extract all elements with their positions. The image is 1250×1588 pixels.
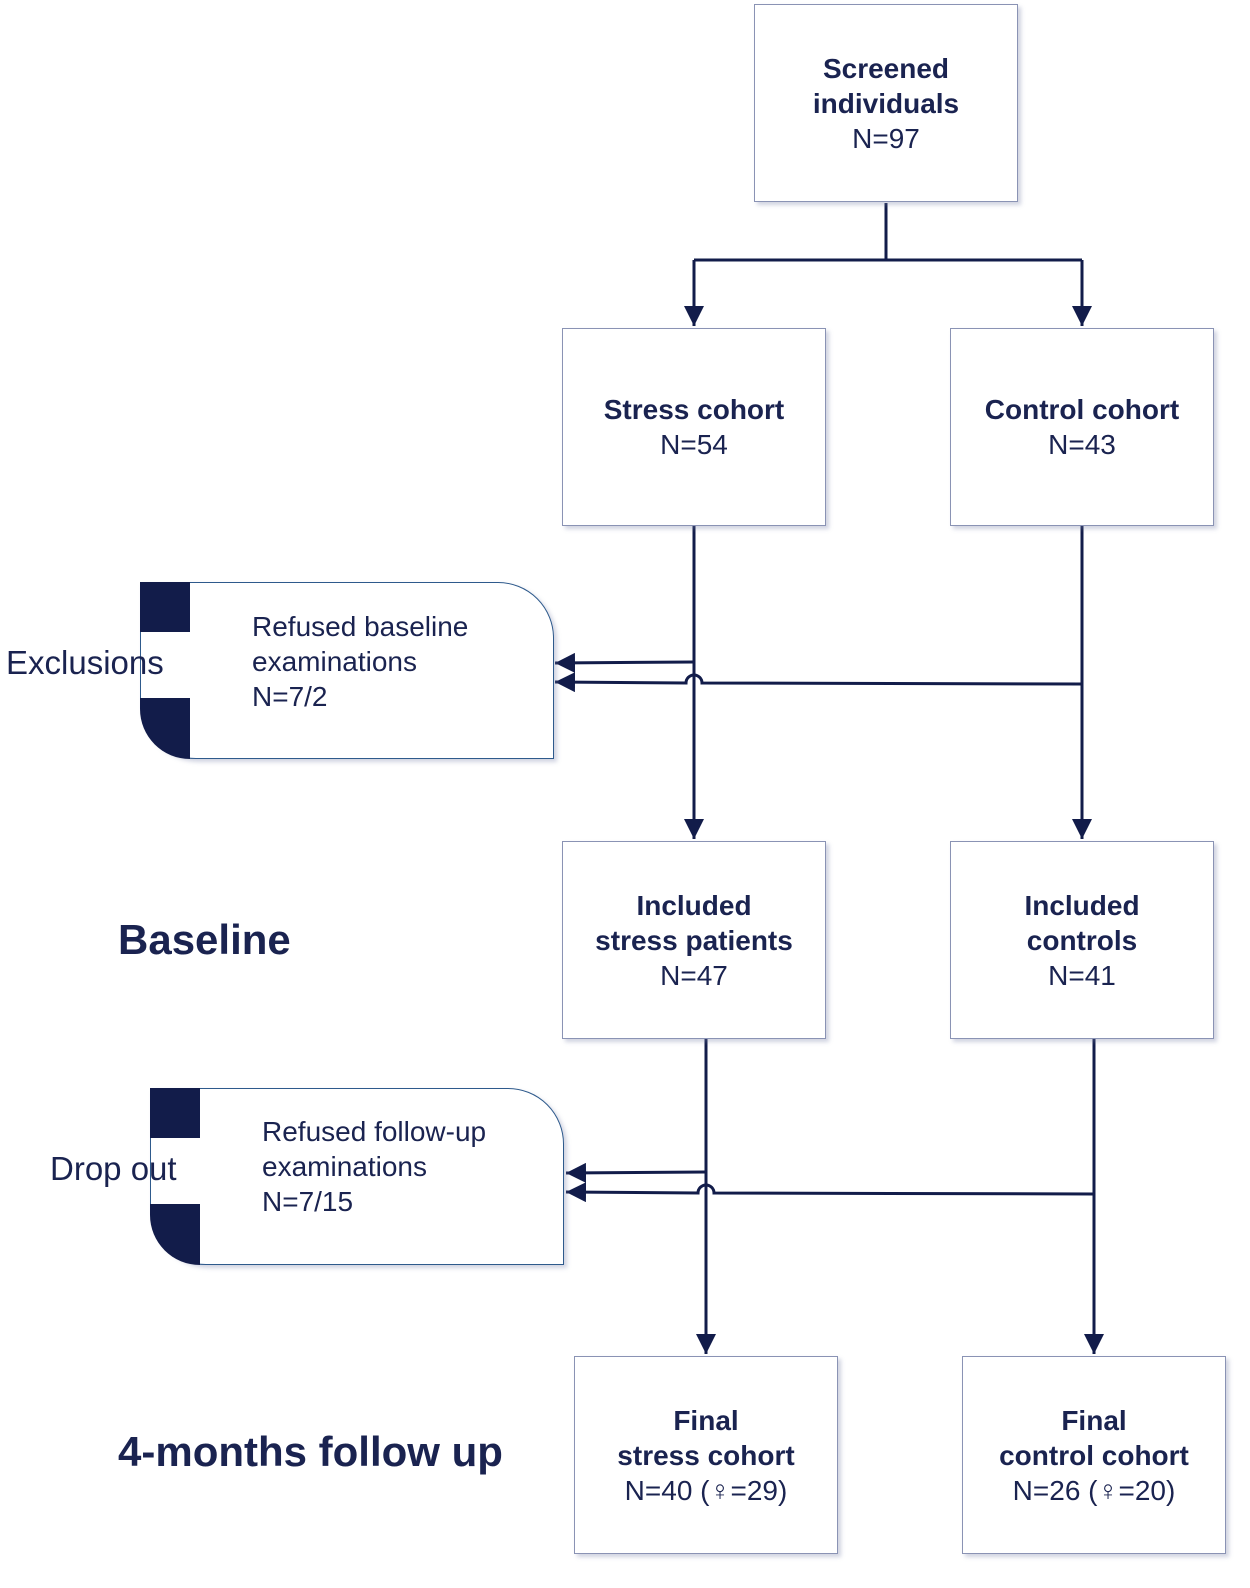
stress-cohort-title: Stress cohort	[603, 394, 785, 425]
dropout-box-body	[150, 1088, 564, 1265]
included-stress-n: N=47	[660, 959, 728, 991]
included-stress-title-1: Included	[636, 889, 752, 921]
stress-cohort-n: N=54	[660, 429, 728, 460]
dropout-tab-bottom	[150, 1204, 200, 1265]
included-controls-title-2: controls	[1026, 924, 1138, 956]
exclusions-label: Exclusions	[6, 644, 164, 681]
included-stress-title-2: stress patients	[595, 924, 793, 956]
included-stress-box: Included stress patients N=47	[562, 841, 826, 1039]
exclusions-box-body	[140, 582, 554, 759]
arrow-stress-to-exclusions	[554, 652, 695, 673]
arrow-control-to-exclusions	[554, 672, 1083, 693]
dropout-tab-top	[150, 1088, 200, 1138]
exclusions-box: Refused baseline examinations N=7/2	[140, 582, 554, 759]
control-cohort-n: N=43	[1048, 429, 1116, 460]
dropout-n: N=7/15	[262, 1186, 354, 1217]
final-control-box: Final control cohort N=26 (♀=20)	[962, 1356, 1226, 1554]
final-control-title-1: Final	[1061, 1404, 1127, 1436]
included-controls-n: N=41	[1048, 959, 1116, 991]
stress-cohort-box: Stress cohort N=54	[562, 328, 826, 526]
final-stress-title-2: stress cohort	[617, 1439, 795, 1471]
dropout-text-line1: Refused follow-up	[262, 1116, 487, 1147]
arrow-control-to-dropout	[565, 1182, 1095, 1203]
exclusions-tab-top	[140, 582, 190, 632]
baseline-label: Baseline	[118, 916, 291, 963]
included-controls-box: Included controls N=41	[950, 841, 1214, 1039]
screened-box: Screened individuals N=97	[754, 4, 1018, 202]
screened-title: Screened individuals	[812, 52, 960, 119]
control-cohort-box: Control cohort N=43	[950, 328, 1214, 526]
final-stress-n: N=40 (♀=29)	[624, 1474, 788, 1506]
control-cohort-title: Control cohort	[984, 394, 1180, 425]
dropout-label: Drop out	[50, 1150, 177, 1187]
exclusions-n: N=7/2	[252, 681, 328, 712]
exclusions-text: Refused baseline examinations N=7/2	[252, 609, 468, 714]
final-control-title-2: control cohort	[999, 1439, 1189, 1471]
followup-label: 4-months follow up	[118, 1428, 503, 1475]
arrow-stress-to-dropout	[565, 1162, 707, 1183]
final-stress-box: Final stress cohort N=40 (♀=29)	[574, 1356, 838, 1554]
exclusions-text-line1: Refused baseline	[252, 611, 469, 642]
exclusions-tab-bottom	[140, 698, 190, 759]
included-controls-title-1: Included	[1024, 889, 1140, 921]
dropout-text-line2: examinations	[262, 1151, 427, 1182]
final-control-n: N=26 (♀=20)	[1012, 1474, 1176, 1506]
final-stress-title-1: Final	[673, 1404, 739, 1436]
screened-n: N=97	[852, 122, 920, 154]
dropout-text: Refused follow-up examinations N=7/15	[262, 1114, 486, 1219]
dropout-box: Refused follow-up examinations N=7/15	[150, 1088, 564, 1265]
exclusions-text-line2: examinations	[252, 646, 417, 677]
